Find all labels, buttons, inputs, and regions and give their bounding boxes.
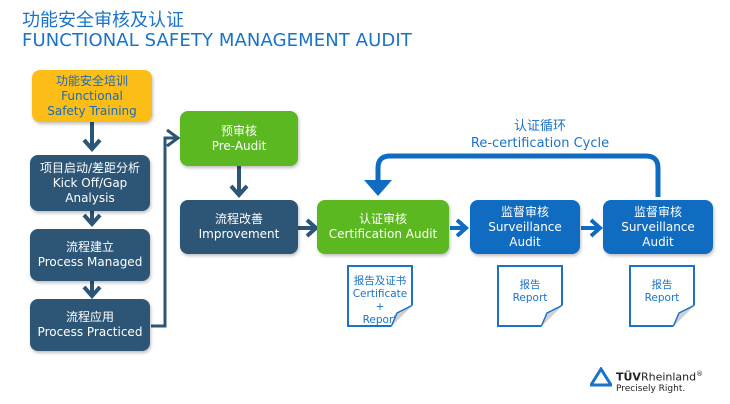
surveillance2-en1: Surveillance xyxy=(621,219,695,234)
surveillance1-en1: Surveillance xyxy=(488,219,562,234)
surveillance1-cn: 监督审核 xyxy=(500,204,549,219)
title-chinese: 功能安全审核及认证 xyxy=(22,10,184,31)
page-curl-icon xyxy=(541,305,563,327)
doc3-en1: Report xyxy=(644,292,680,304)
step-improvement: 流程改善 Improvement xyxy=(180,200,298,254)
cycle-en: Re-certification Cycle xyxy=(470,136,610,151)
logo-tagline: Precisely Right. xyxy=(616,384,686,394)
arrowhead xyxy=(166,128,181,148)
arrowhead xyxy=(305,218,320,238)
doc1-cn: 报告及证书 xyxy=(353,275,407,287)
arrowhead xyxy=(229,184,249,199)
doc1-en3: Report xyxy=(362,314,398,326)
doc3-cn: 报告 xyxy=(651,279,673,291)
recertification-cycle-label: 认证循环 Re-certification Cycle xyxy=(440,118,640,152)
training-en: Functional Safety Training xyxy=(47,88,137,118)
step-process-managed: 流程建立 Process Managed xyxy=(30,229,150,281)
surveillance2-en2: Audit xyxy=(642,234,674,249)
cycle-arrowhead xyxy=(364,180,392,196)
page-curl-icon xyxy=(391,305,413,327)
certification-en: Certification Audit xyxy=(328,227,438,241)
arrowhead xyxy=(589,218,604,238)
managed-cn: 流程建立 xyxy=(65,240,114,254)
step-pre-audit: 预审核 Pre-Audit xyxy=(180,111,298,166)
managed-en: Process Managed xyxy=(37,255,143,269)
doc2-cn: 报告 xyxy=(519,279,541,291)
surveillance2-cn: 监督审核 xyxy=(633,204,682,219)
kickoff-cn: 项目启动/差距分析 xyxy=(39,160,141,175)
tuv-logo-wordmark: TÜVRheinland® xyxy=(616,370,703,384)
practiced-en: Process Practiced xyxy=(37,325,143,339)
recertification-cycle-arrow xyxy=(375,153,661,197)
document-report-2: 报告 Report xyxy=(629,265,695,327)
step-surveillance-audit-2: 监督审核 Surveillance Audit xyxy=(603,200,713,254)
step-certification-audit: 认证审核 Certification Audit xyxy=(317,200,449,254)
arrowhead xyxy=(82,138,102,153)
document-report-1: 报告 Report xyxy=(497,265,563,327)
step-process-practiced: 流程应用 Process Practiced xyxy=(30,299,150,351)
improvement-cn: 流程改善 xyxy=(214,212,263,226)
practiced-cn: 流程应用 xyxy=(65,310,114,324)
training-cn: 功能安全培训 xyxy=(55,73,128,88)
surveillance1-en2: Audit xyxy=(509,234,541,249)
kickoff-en1: Kick Off/Gap xyxy=(52,175,128,190)
cycle-cn: 认证循环 xyxy=(513,119,566,134)
step-kickoff-gap-analysis: 项目启动/差距分析 Kick Off/Gap Analysis xyxy=(30,155,150,211)
tuv-triangle-logo-icon xyxy=(590,367,612,387)
arrowhead xyxy=(455,218,470,238)
certification-cn: 认证审核 xyxy=(358,212,407,226)
kickoff-en2: Analysis xyxy=(65,190,115,205)
arrowhead xyxy=(82,213,102,228)
doc1-en1: Certificate xyxy=(352,288,408,300)
arrowhead xyxy=(82,285,102,300)
improvement-en: Improvement xyxy=(198,227,280,241)
document-certificate-report: 报告及证书 Certificate + Report xyxy=(347,265,413,327)
doc2-en1: Report xyxy=(512,292,548,304)
title-english: FUNCTIONAL SAFETY MANAGEMENT AUDIT xyxy=(22,30,412,51)
preaudit-cn: 预审核 xyxy=(220,123,257,138)
preaudit-en: Pre-Audit xyxy=(211,138,267,153)
logo-registered: ® xyxy=(696,370,704,378)
logo-bold: TÜV xyxy=(616,370,641,384)
page-curl-icon xyxy=(673,305,695,327)
arrow-practiced-preaudit xyxy=(151,136,178,328)
logo-rest: Rheinland xyxy=(640,370,697,384)
doc1-en2: + xyxy=(375,301,385,313)
step-surveillance-audit-1: 监督审核 Surveillance Audit xyxy=(470,200,580,254)
step-functional-safety-training: 功能安全培训 Functional Safety Training xyxy=(32,70,152,122)
